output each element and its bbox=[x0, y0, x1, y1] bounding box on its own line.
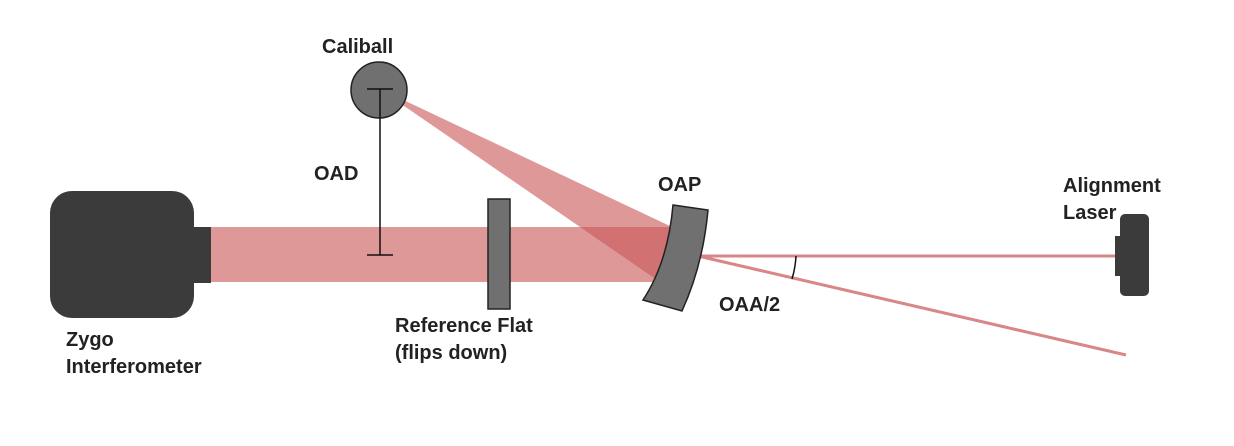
oad-label: OAD bbox=[314, 163, 358, 185]
reference-flat-label-line1: Reference Flat bbox=[395, 315, 533, 337]
zygo-label-line2: Interferometer bbox=[66, 356, 202, 378]
zygo-label-line1: Zygo bbox=[66, 329, 114, 351]
alignment-laser-label-line2: Laser bbox=[1063, 202, 1117, 224]
alignment-laser-label-line1: Alignment bbox=[1063, 175, 1161, 197]
beam-overlap bbox=[580, 227, 672, 282]
laser-body-icon bbox=[1120, 214, 1149, 296]
collimated-beam bbox=[210, 227, 672, 282]
reflected-alignment-beam bbox=[697, 254, 1127, 357]
caliball-label: Caliball bbox=[322, 36, 393, 58]
sphere-icon bbox=[350, 61, 408, 119]
laser-aperture bbox=[1115, 236, 1122, 276]
oaa-label: OAA/2 bbox=[719, 294, 780, 316]
flat-plate-icon bbox=[487, 198, 511, 310]
oaa-angle-arc bbox=[791, 255, 797, 280]
interferometer-body-icon bbox=[50, 191, 194, 318]
oap-label: OAP bbox=[658, 174, 701, 196]
interferometer-aperture bbox=[192, 227, 211, 283]
reference-flat-label-line2: (flips down) bbox=[395, 342, 507, 364]
curved-mirror-icon bbox=[641, 204, 709, 312]
